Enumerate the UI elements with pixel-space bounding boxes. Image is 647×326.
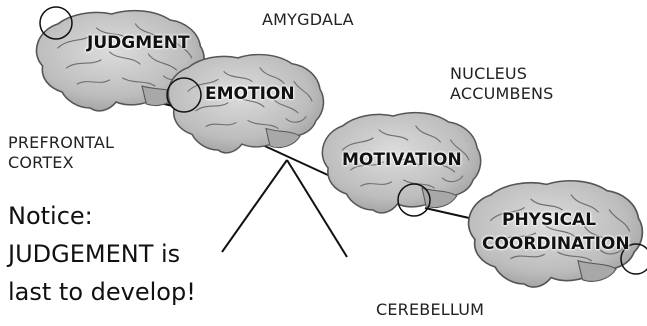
notice-line-1: Notice: (8, 197, 196, 235)
notice-line-2: JUDGEMENT is (8, 235, 196, 273)
cerebellum-label: CEREBELLUM (376, 300, 484, 320)
brain-label-physical: PHYSICAL (502, 210, 596, 230)
prefrontal-label-line2: CORTEX (8, 153, 74, 173)
prefrontal-label-line1: PREFRONTAL (8, 133, 114, 153)
nucleus-label-line1: NUCLEUS (450, 64, 527, 84)
amygdala-label: AMYGDALA (262, 10, 354, 30)
brain-label-coordination: COORDINATION (482, 234, 630, 254)
notice-pointer-line (222, 160, 287, 252)
notice-line-3: last to develop! (8, 273, 196, 311)
brain-label-judgment: JUDGMENT (87, 33, 190, 53)
notice-text: Notice: JUDGEMENT is last to develop! (8, 197, 196, 311)
brain-label-motivation: MOTIVATION (342, 150, 462, 170)
brain-label-emotion: EMOTION (205, 84, 295, 104)
nucleus-label-line2: ACCUMBENS (450, 84, 554, 104)
